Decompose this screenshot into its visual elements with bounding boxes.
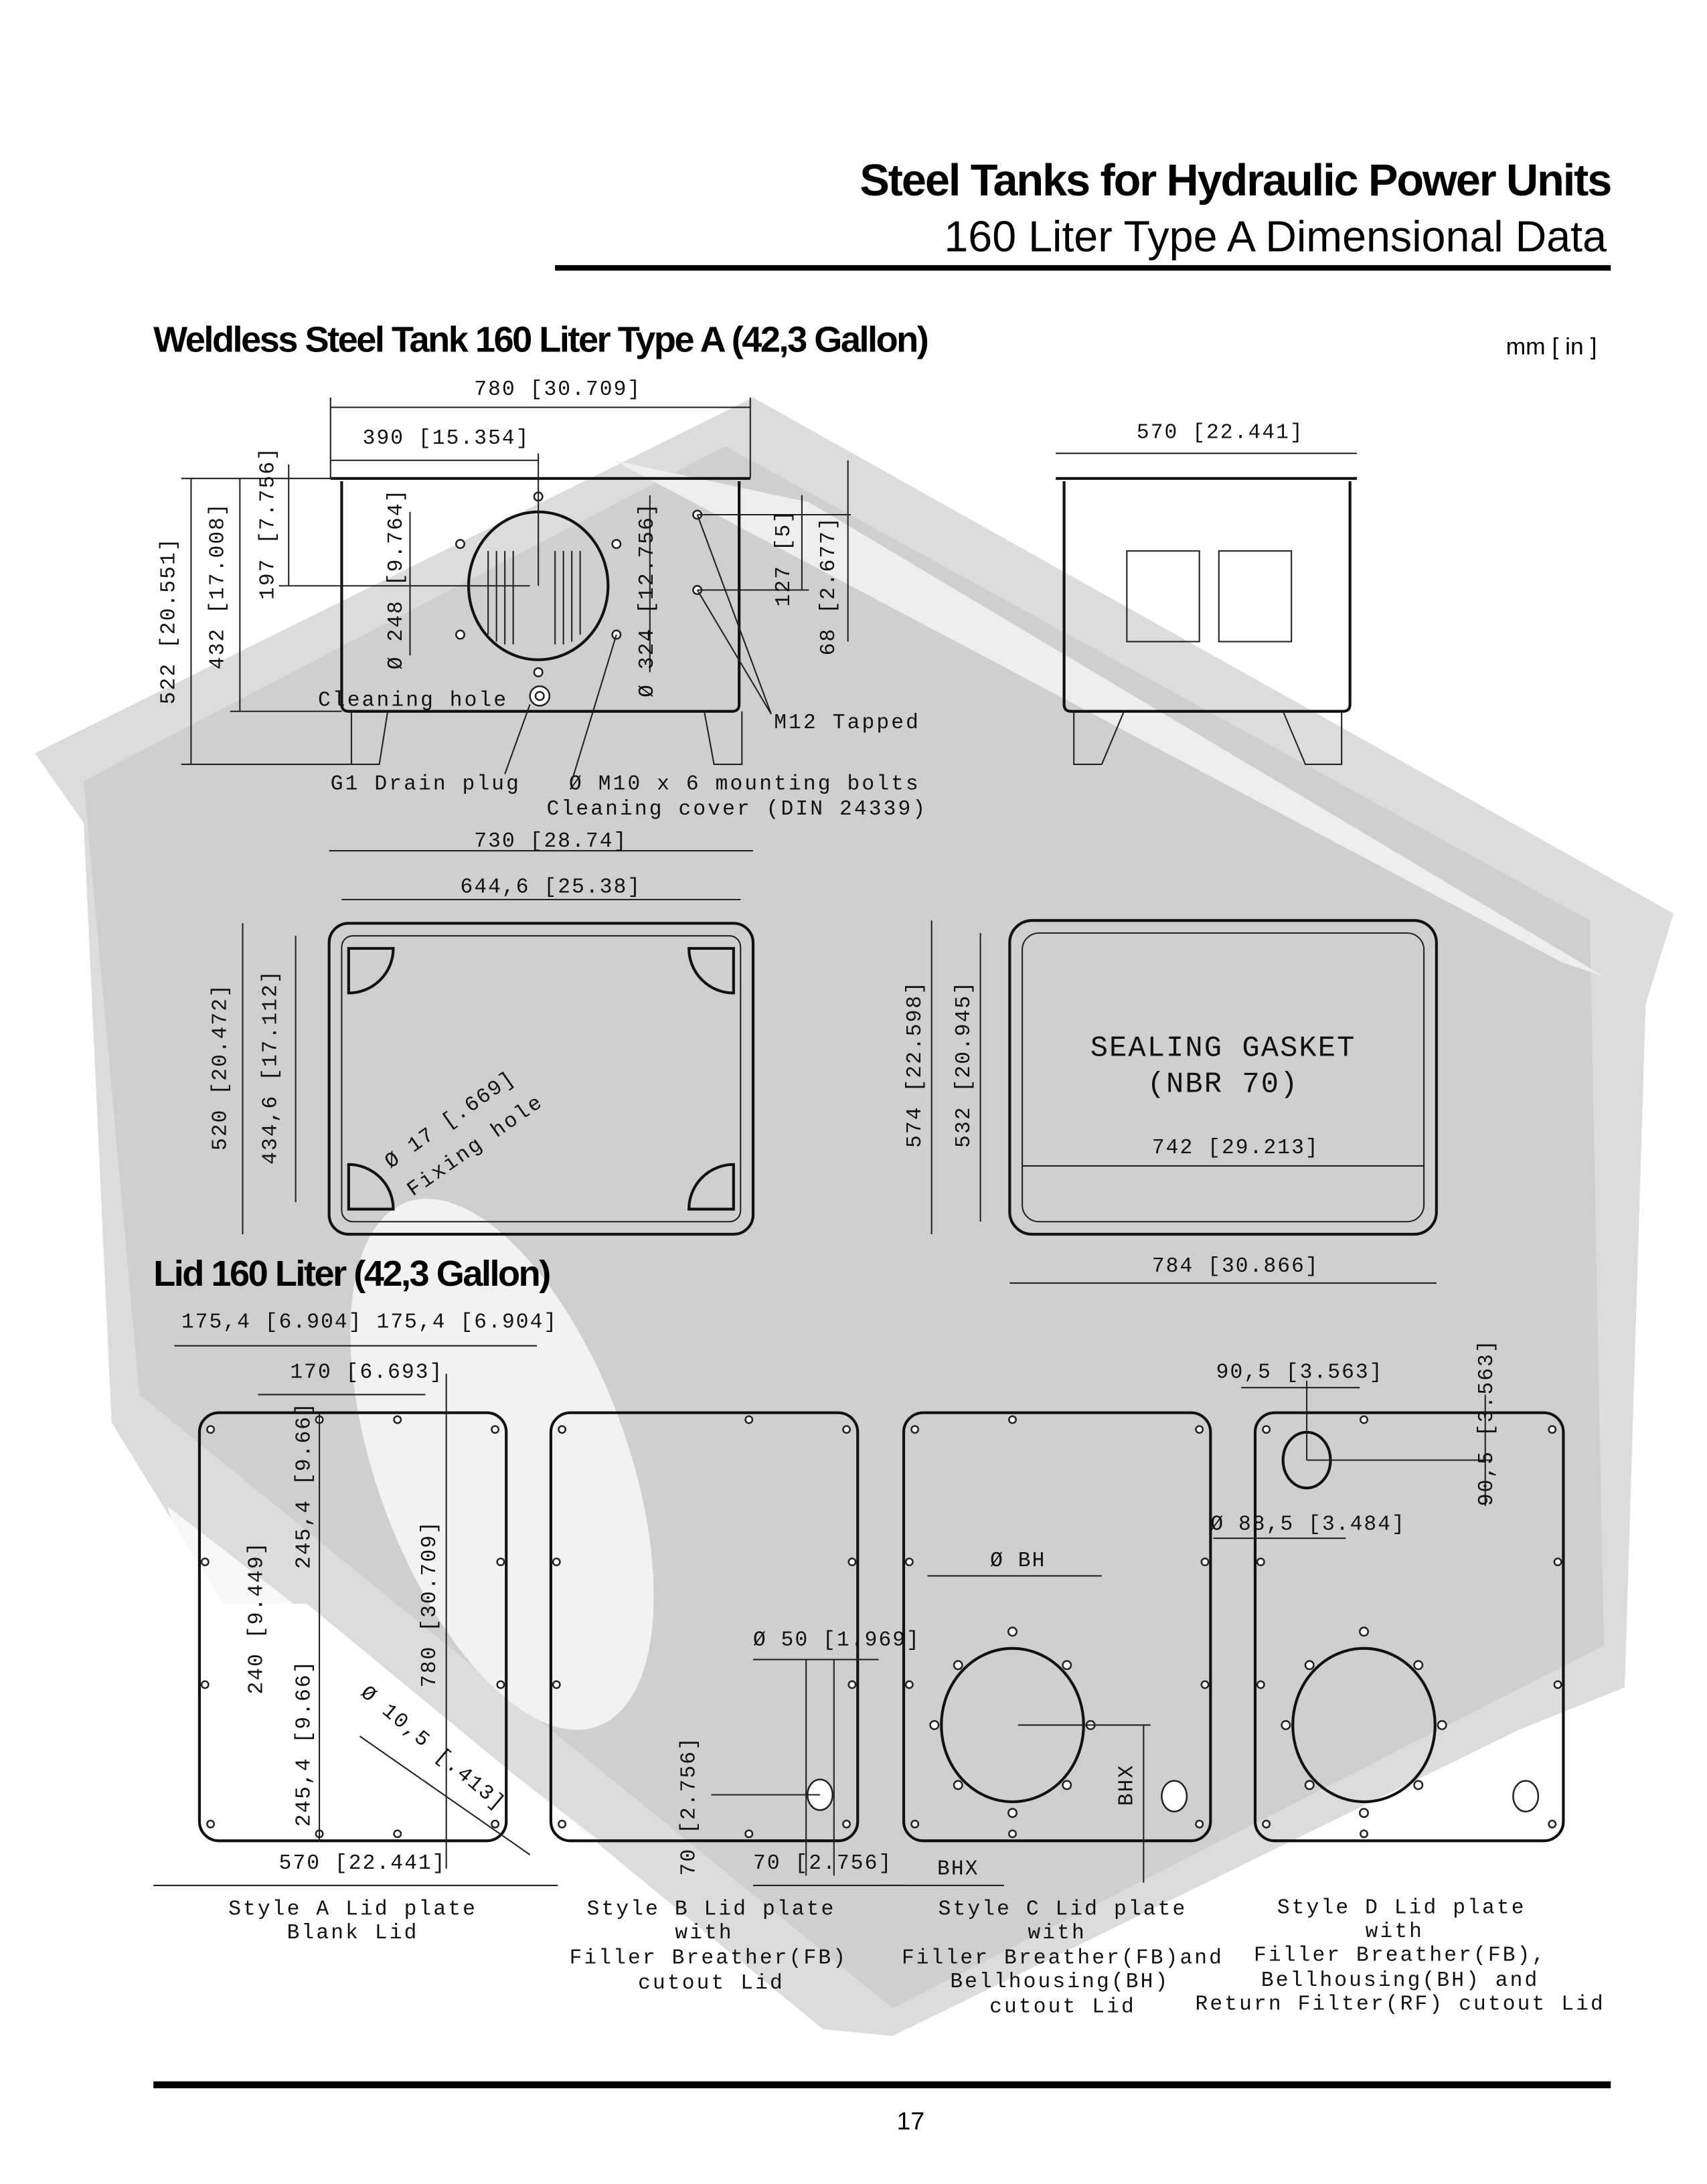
dim-lid-a-left: 175,4 [6.904] xyxy=(181,1311,363,1335)
dim-lid-d-horizontal: 90,5 [3.563] xyxy=(1216,1361,1384,1385)
sealing-gasket-view: SEALING GASKET (NBR 70) 742 [29.213] 784… xyxy=(904,919,1438,1284)
page-title: Steel Tanks for Hydraulic Power Units xyxy=(860,156,1611,205)
dim-gasket-width-inner: 742 [29.213] xyxy=(1152,1137,1319,1160)
dim-front-bolt-circle: Ø 324 [12.756] xyxy=(636,502,659,697)
caption-lid-d-line2: with xyxy=(1366,1920,1424,1944)
dim-lid-d-vertical: 90,5 [3.563] xyxy=(1475,1339,1499,1506)
caption-lid-c-line5: cutout Lid xyxy=(989,1996,1136,2019)
dim-front-height-center: 197 [7.756] xyxy=(256,446,280,600)
dim-lid-b-diameter: Ø 50 [1.969] xyxy=(753,1629,920,1653)
dim-lid-a-245-bottom: 245,4 [9.66] xyxy=(293,1659,317,1827)
dim-top-width-outer: 730 [28.74] xyxy=(474,830,627,853)
dim-lid-a-right: 175,4 [6.904] xyxy=(377,1311,558,1335)
dim-lid-d-diameter: Ø 88,5 [3.484] xyxy=(1210,1513,1406,1537)
caption-lid-c-line1: Style C Lid plate xyxy=(939,1898,1188,1922)
dim-top-height-outer: 520 [20.472] xyxy=(210,983,233,1151)
caption-lid-b-line3: Filler Breather(FB) xyxy=(570,1947,848,1970)
background-tank-watermark xyxy=(35,398,1674,2036)
label-drain-plug: G1 Drain plug xyxy=(331,772,521,796)
caption-lid-b-line1: Style B Lid plate xyxy=(587,1898,836,1922)
caption-lid-d-line5: Return Filter(RF) cutout Lid xyxy=(1196,1993,1605,2016)
label-cleaning-hole: Cleaning hole xyxy=(318,689,508,712)
dim-lid-c-bhx-horizontal: BHX xyxy=(937,1857,979,1881)
caption-lid-a-line1: Style A Lid plate xyxy=(228,1898,477,1922)
caption-lid-d-line3: Filler Breather(FB), xyxy=(1254,1944,1546,1967)
caption-lid-b-line2: with xyxy=(675,1922,733,1945)
caption-lid-a-line2: Blank Lid xyxy=(287,1922,419,1945)
dim-side-width: 570 [22.441] xyxy=(1137,421,1304,444)
page-number: 17 xyxy=(897,2107,925,2135)
tank-section-heading: Weldless Steel Tank 160 Liter Type A (42… xyxy=(153,319,928,359)
label-m12-tapped: M12 Tapped xyxy=(774,711,920,735)
lid-style-d: 90,5 [3.563] 90,5 [3.563] Ø 88,5 [3.484]… xyxy=(1196,1339,1605,2016)
dim-gasket-width-outer: 784 [30.866] xyxy=(1152,1255,1319,1278)
dim-front-width-total: 780 [30.709] xyxy=(474,378,641,402)
dim-lid-a-780: 780 [30.709] xyxy=(418,1520,442,1687)
page-subtitle: 160 Liter Type A Dimensional Data xyxy=(944,212,1607,260)
dim-lid-a-170: 170 [6.693] xyxy=(290,1361,443,1385)
lid-section-heading: Lid 160 Liter (42,3 Gallon) xyxy=(153,1254,550,1294)
dim-top-height-inner: 434,6 [17.112] xyxy=(260,969,283,1165)
dim-gasket-height-inner: 532 [20.945] xyxy=(953,981,976,1148)
caption-lid-d-line4: Bellhousing(BH) and xyxy=(1261,1969,1540,1993)
label-cleaning-cover: Cleaning cover (DIN 24339) xyxy=(547,798,928,821)
caption-lid-c-line3: Filler Breather(FB)and xyxy=(902,1947,1224,1970)
dim-front-height-body: 432 [17.008] xyxy=(206,502,230,669)
dim-lid-a-570: 570 [22.441] xyxy=(279,1852,446,1875)
caption-lid-c-line2: with xyxy=(1028,1922,1086,1945)
dim-front-hole-diameter: Ø 248 [9.764] xyxy=(385,488,408,669)
dim-front-height-total: 522 [20.551] xyxy=(157,537,181,704)
tank-side-view: 570 [22.441] xyxy=(1056,421,1358,765)
dim-front-width-half: 390 [15.354] xyxy=(363,427,530,450)
caption-lid-d-line1: Style D Lid plate xyxy=(1277,1897,1526,1920)
gasket-label: SEALING GASKET xyxy=(1090,1032,1356,1065)
label-mounting-bolts: Ø M10 x 6 mounting bolts xyxy=(569,772,920,796)
gasket-material: (NBR 70) xyxy=(1147,1068,1299,1101)
caption-lid-c-line4: Bellhousing(BH) xyxy=(950,1970,1169,1994)
dim-lid-b-vertical: 70 [2.756] xyxy=(678,1736,702,1875)
dim-front-tap-offset: 68 [2.677] xyxy=(817,516,841,655)
dim-gasket-height-outer: 574 [22.598] xyxy=(904,981,927,1148)
tank-front-view: 780 [30.709] 390 [15.354] 522 [20.551] 4… xyxy=(157,378,928,821)
dim-lid-b-horizontal: 70 [2.756] xyxy=(753,1852,892,1875)
lid-style-c: Ø BH BHX BHX Style C Lid plate with Fill… xyxy=(878,1411,1224,2019)
dim-top-width-inner: 644,6 [25.38] xyxy=(461,876,642,900)
dim-lid-a-245-top: 245,4 [9.66] xyxy=(293,1402,317,1569)
dim-lid-a-240: 240 [9.449] xyxy=(246,1541,269,1694)
dim-lid-c-bhx-vertical: BHX xyxy=(1116,1764,1139,1806)
lid-style-b: Ø 50 [1.969] 70 [2.756] 70 [2.756] Style… xyxy=(549,1411,920,1995)
units-label: mm [ in ] xyxy=(1506,333,1597,359)
dim-front-tap-spacing: 127 [5] xyxy=(773,509,796,607)
caption-lid-b-line4: cutout Lid xyxy=(638,1972,785,1995)
dim-lid-c-bellhousing-diameter: Ø BH xyxy=(990,1549,1046,1573)
